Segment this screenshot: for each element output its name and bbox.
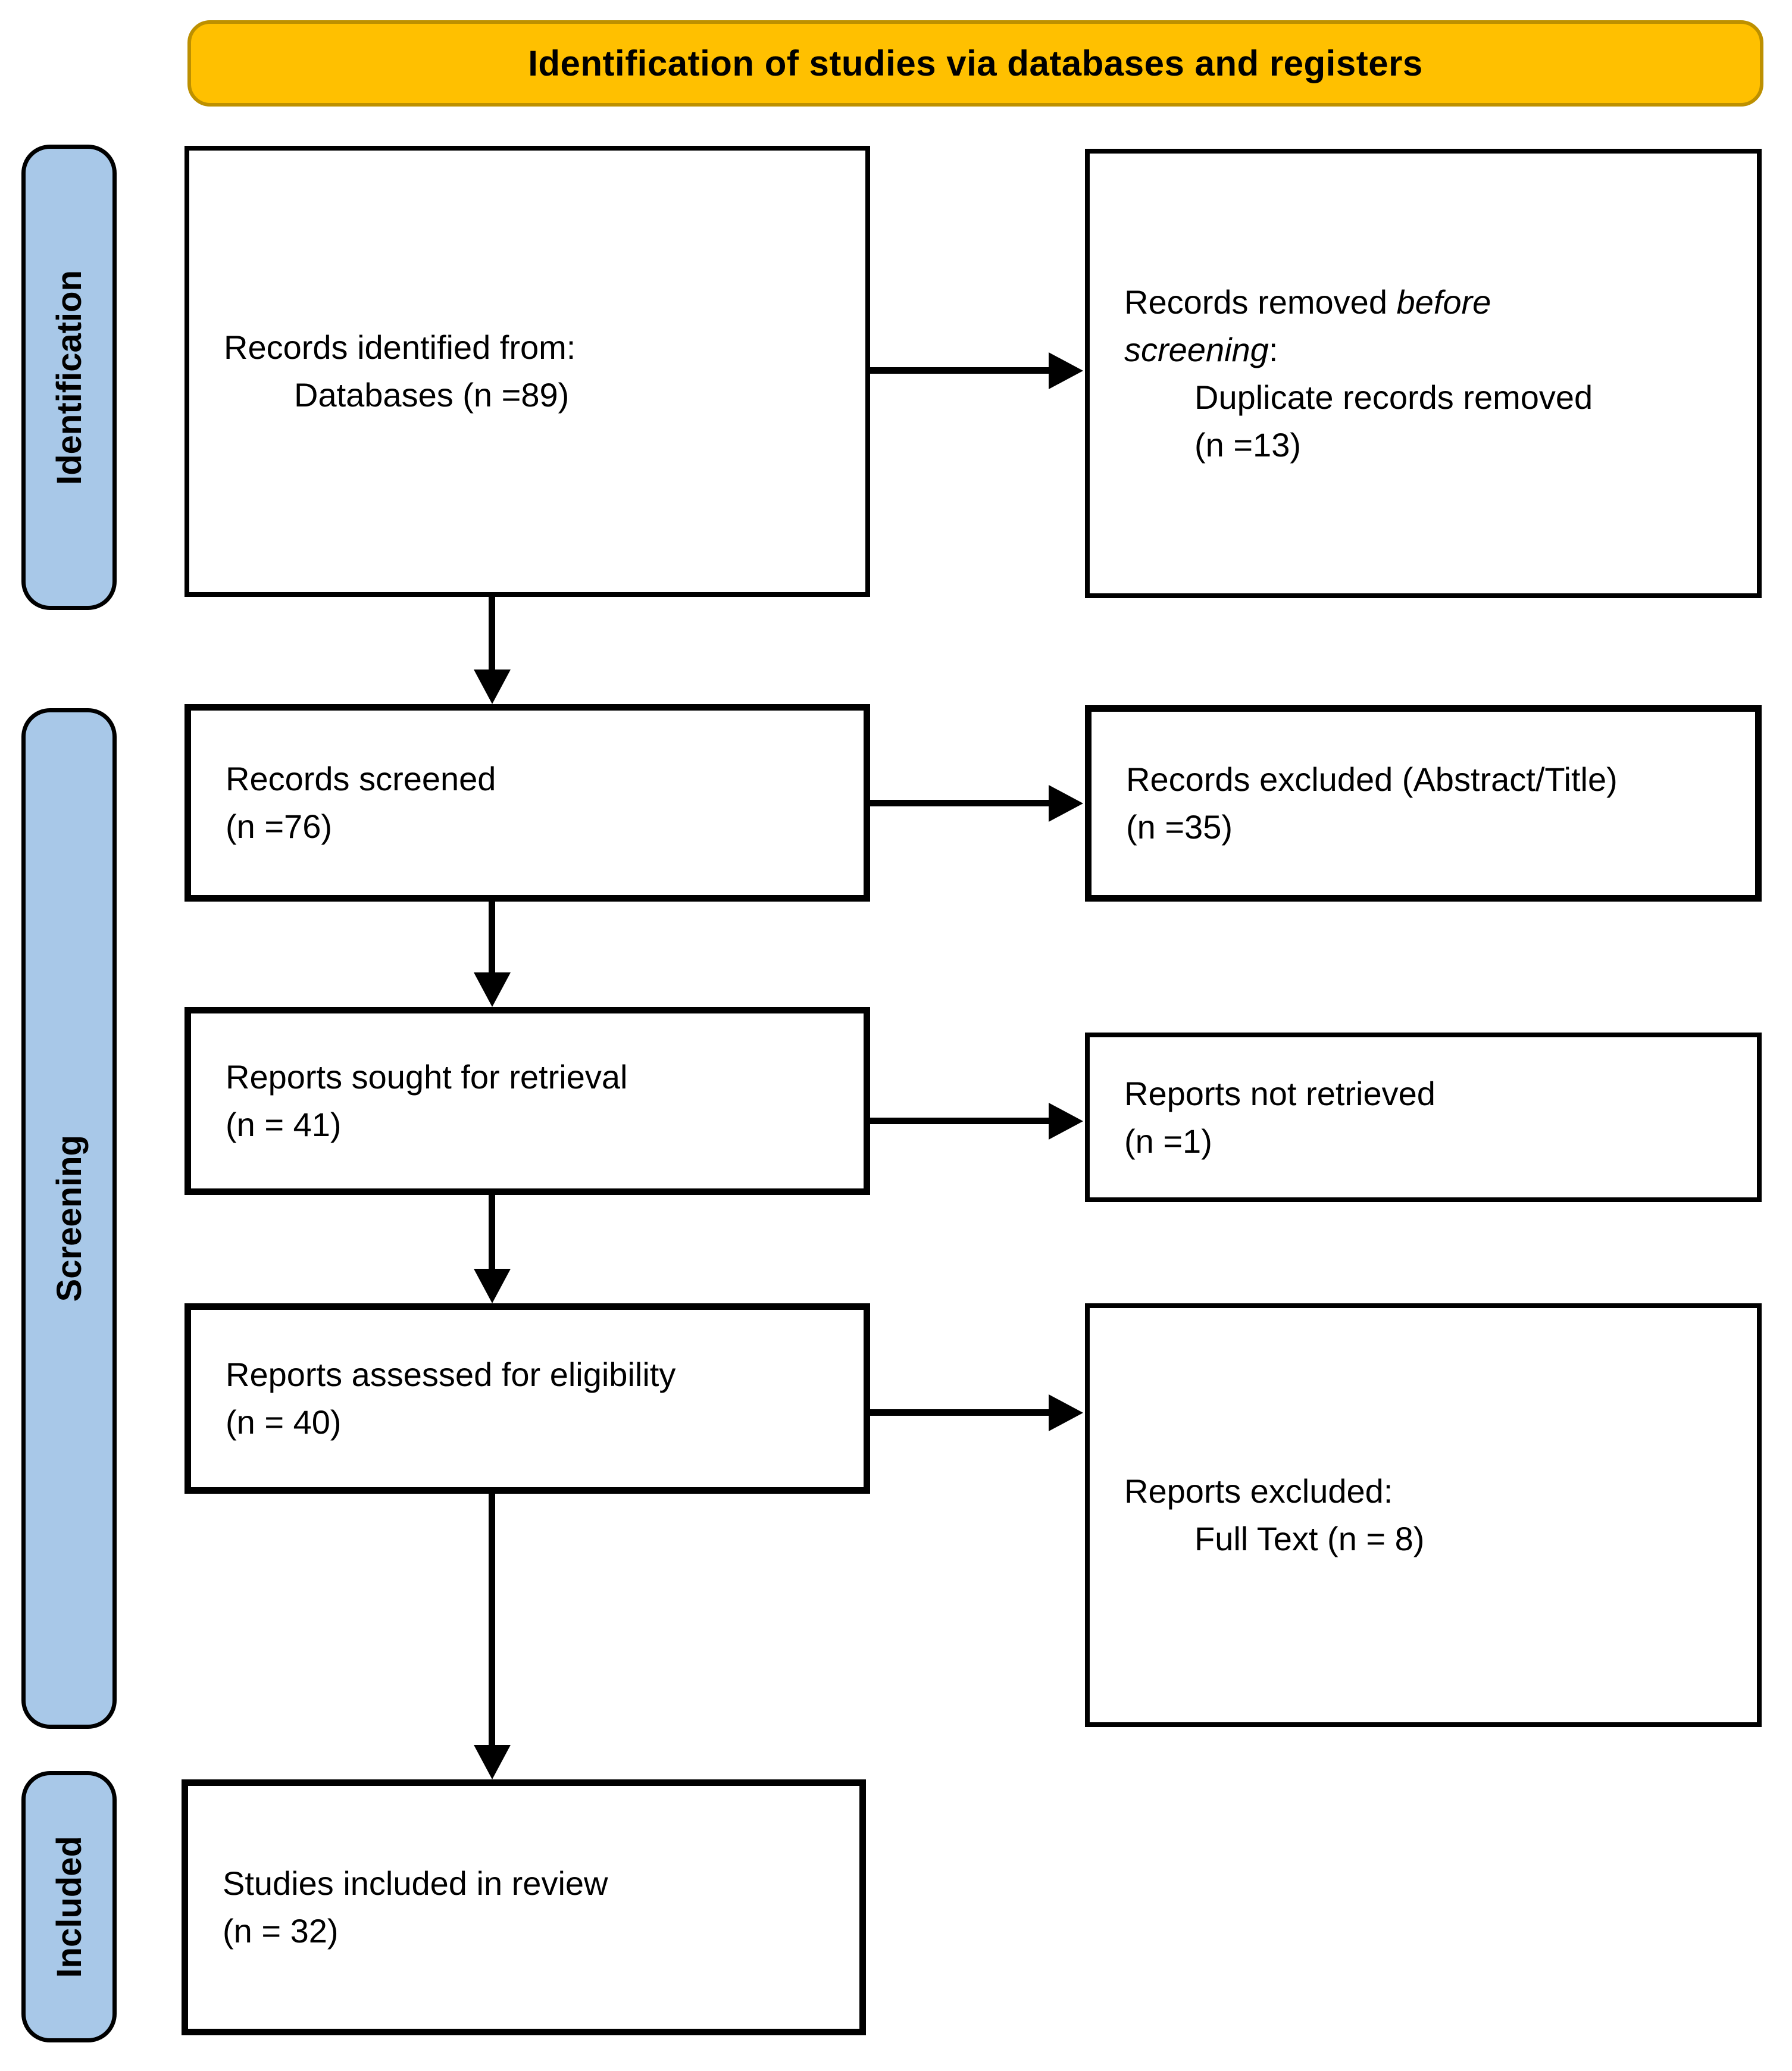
box-text-line: (n = 32)	[223, 1912, 339, 1950]
box-reports-excluded-full-text: Reports excluded: Full Text (n = 8)	[1085, 1303, 1762, 1727]
box-records-removed: Records removed before screening: Duplic…	[1085, 149, 1762, 598]
box-text-line: Reports not retrieved	[1124, 1074, 1436, 1112]
flow-arrow-right-sought-to-not-retrieved	[870, 1118, 1049, 1124]
box-reports-not-retrieved: Reports not retrieved (n =1)	[1085, 1033, 1762, 1202]
box-records-screened: Records screened (n =76)	[184, 704, 870, 902]
box-text-line: Records removed before	[1124, 283, 1491, 321]
flow-arrow-down-assessed-to-included	[489, 1494, 495, 1745]
box-text-line: screening:	[1124, 330, 1278, 368]
box-reports-sought: Reports sought for retrieval (n = 41)	[184, 1007, 870, 1195]
stage-label-text: Identification	[49, 270, 89, 485]
flow-arrow-down-screened-to-sought	[489, 902, 495, 972]
box-text-line: (n = 41)	[226, 1106, 342, 1143]
stage-label-identification: Identification	[21, 145, 117, 610]
box-reports-assessed: Reports assessed for eligibility (n = 40…	[184, 1303, 870, 1494]
flow-arrow-right-screened-to-excluded	[870, 800, 1049, 806]
stage-label-screening: Screening	[21, 708, 117, 1729]
diagram-title: Identification of studies via databases …	[528, 43, 1423, 83]
flow-arrow-right-assessed-to-excluded	[870, 1409, 1049, 1416]
box-text-line: Reports assessed for eligibility	[226, 1356, 676, 1393]
box-text-line: Duplicate records removed	[1194, 378, 1593, 416]
flow-arrow-right-identified-to-removed	[870, 367, 1049, 374]
box-text-line: Reports sought for retrieval	[226, 1058, 628, 1096]
box-text-line: Studies included in review	[223, 1864, 608, 1902]
box-text-line: Full Text (n = 8)	[1194, 1520, 1425, 1557]
flow-arrow-down-identified-to-screened	[489, 597, 495, 670]
box-text-line: Records identified from:	[224, 329, 576, 366]
box-studies-included: Studies included in review (n = 32)	[182, 1779, 866, 2035]
diagram-title-banner: Identification of studies via databases …	[187, 20, 1763, 107]
box-records-excluded-abstract-title: Records excluded (Abstract/Title) (n =35…	[1085, 705, 1762, 902]
box-text-line: (n = 40)	[226, 1403, 342, 1441]
box-text-line: Records excluded (Abstract/Title)	[1126, 761, 1618, 798]
stage-label-text: Screening	[49, 1135, 89, 1302]
stage-label-text: Included	[49, 1835, 89, 1978]
box-text-line: Records screened	[226, 760, 496, 797]
flow-arrow-down-sought-to-assessed	[489, 1195, 495, 1269]
stage-label-included: Included	[21, 1771, 117, 2042]
box-text-line: Reports excluded:	[1124, 1472, 1393, 1510]
box-text-line: (n =13)	[1194, 426, 1301, 464]
box-text-line: (n =1)	[1124, 1122, 1212, 1160]
box-text-line: Databases (n =89)	[294, 376, 570, 414]
box-text-line: (n =35)	[1126, 808, 1233, 846]
box-records-identified: Records identified from: Databases (n =8…	[184, 146, 870, 597]
box-text-line: (n =76)	[226, 808, 332, 845]
